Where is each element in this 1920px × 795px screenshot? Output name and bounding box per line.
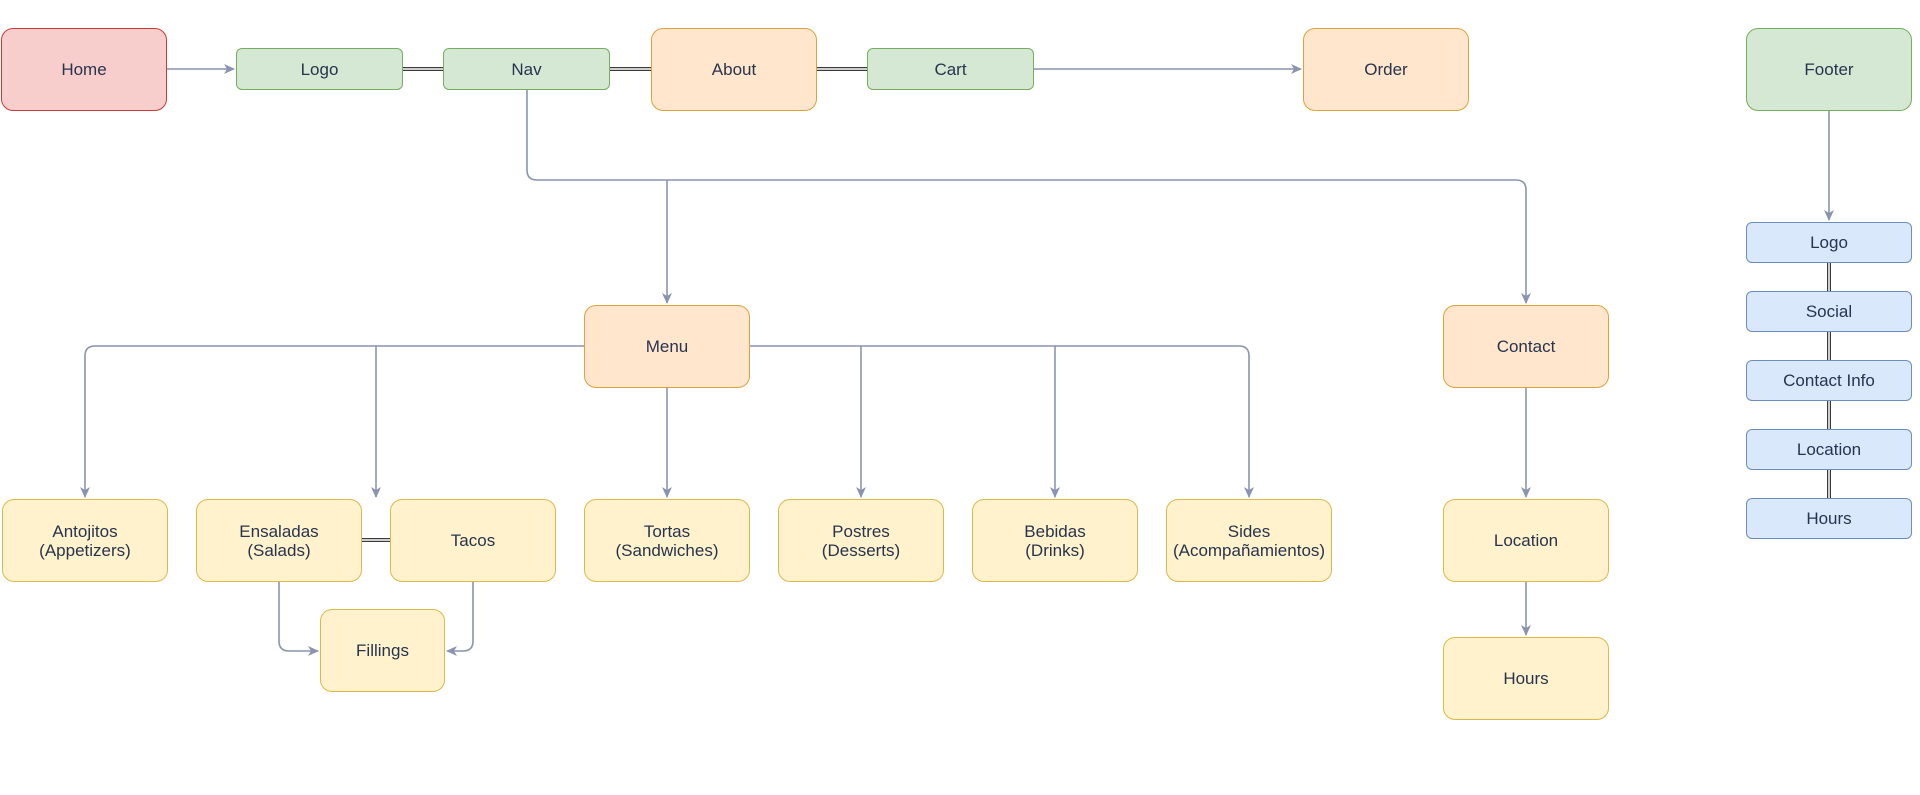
edge-nav-to-contact xyxy=(526,90,1531,304)
node-about: About xyxy=(651,28,817,111)
node-tortas: Tortas (Sandwiches) xyxy=(584,499,750,582)
node-footer: Footer xyxy=(1746,28,1912,111)
node-logo: Logo xyxy=(236,48,403,90)
node-tacos: Tacos xyxy=(390,499,556,582)
node-logo-label: Logo xyxy=(300,59,339,79)
node-contact-label: Contact xyxy=(1496,337,1556,356)
node-ensaladas-label: Ensaladas (Salads) xyxy=(239,521,319,560)
node-sides: Sides (Acompañamientos) xyxy=(1166,499,1332,582)
node-home: Home xyxy=(1,28,167,111)
node-contact-hours: Hours xyxy=(1443,637,1609,720)
node-footer-hours-label: Hours xyxy=(1806,509,1852,528)
node-antojitos-label: Antojitos (Appetizers) xyxy=(39,521,131,560)
node-bebidas-label: Bebidas (Drinks) xyxy=(1024,521,1086,560)
node-menu: Menu xyxy=(584,305,750,388)
node-footer-logo-label: Logo xyxy=(1810,233,1848,252)
node-sides-label: Sides (Acompañamientos) xyxy=(1172,521,1326,560)
node-bebidas: Bebidas (Drinks) xyxy=(972,499,1138,582)
node-antojitos: Antojitos (Appetizers) xyxy=(2,499,168,582)
node-nav-label: Nav xyxy=(511,59,542,79)
edge-ensaladas-to-fillings xyxy=(278,582,319,656)
node-cart: Cart xyxy=(867,48,1034,90)
edge-menu-to-sides xyxy=(750,345,1254,498)
node-footer-hours: Hours xyxy=(1746,498,1912,539)
node-order-label: Order xyxy=(1364,60,1408,79)
node-nav: Nav xyxy=(443,48,610,90)
node-ensaladas: Ensaladas (Salads) xyxy=(196,499,362,582)
node-fillings-label: Fillings xyxy=(356,641,409,660)
node-order: Order xyxy=(1303,28,1469,111)
node-postres-label: Postres (Desserts) xyxy=(821,521,901,560)
node-footer-social-label: Social xyxy=(1805,302,1853,321)
node-home-label: Home xyxy=(61,60,107,79)
node-tortas-label: Tortas (Sandwiches) xyxy=(615,521,719,560)
edge-tacos-to-fillings xyxy=(446,582,474,656)
node-contact: Contact xyxy=(1443,305,1609,388)
node-cart-label: Cart xyxy=(934,59,967,79)
node-footer-contact-info: Contact Info xyxy=(1746,360,1912,401)
node-footer-social: Social xyxy=(1746,291,1912,332)
edge-menu-to-antojitos xyxy=(80,345,584,498)
node-contact-location-label: Location xyxy=(1493,531,1559,550)
node-contact-hours-label: Hours xyxy=(1503,669,1549,688)
node-footer-logo: Logo xyxy=(1746,222,1912,263)
node-footer-contact-info-label: Contact Info xyxy=(1783,371,1875,390)
node-footer-location: Location xyxy=(1746,429,1912,470)
node-footer-label: Footer xyxy=(1804,60,1854,79)
node-fillings: Fillings xyxy=(320,609,445,692)
node-footer-location-label: Location xyxy=(1796,440,1862,459)
node-contact-location: Location xyxy=(1443,499,1609,582)
node-about-label: About xyxy=(711,60,757,79)
node-postres: Postres (Desserts) xyxy=(778,499,944,582)
node-tacos-label: Tacos xyxy=(450,531,496,550)
node-menu-label: Menu xyxy=(645,337,689,356)
